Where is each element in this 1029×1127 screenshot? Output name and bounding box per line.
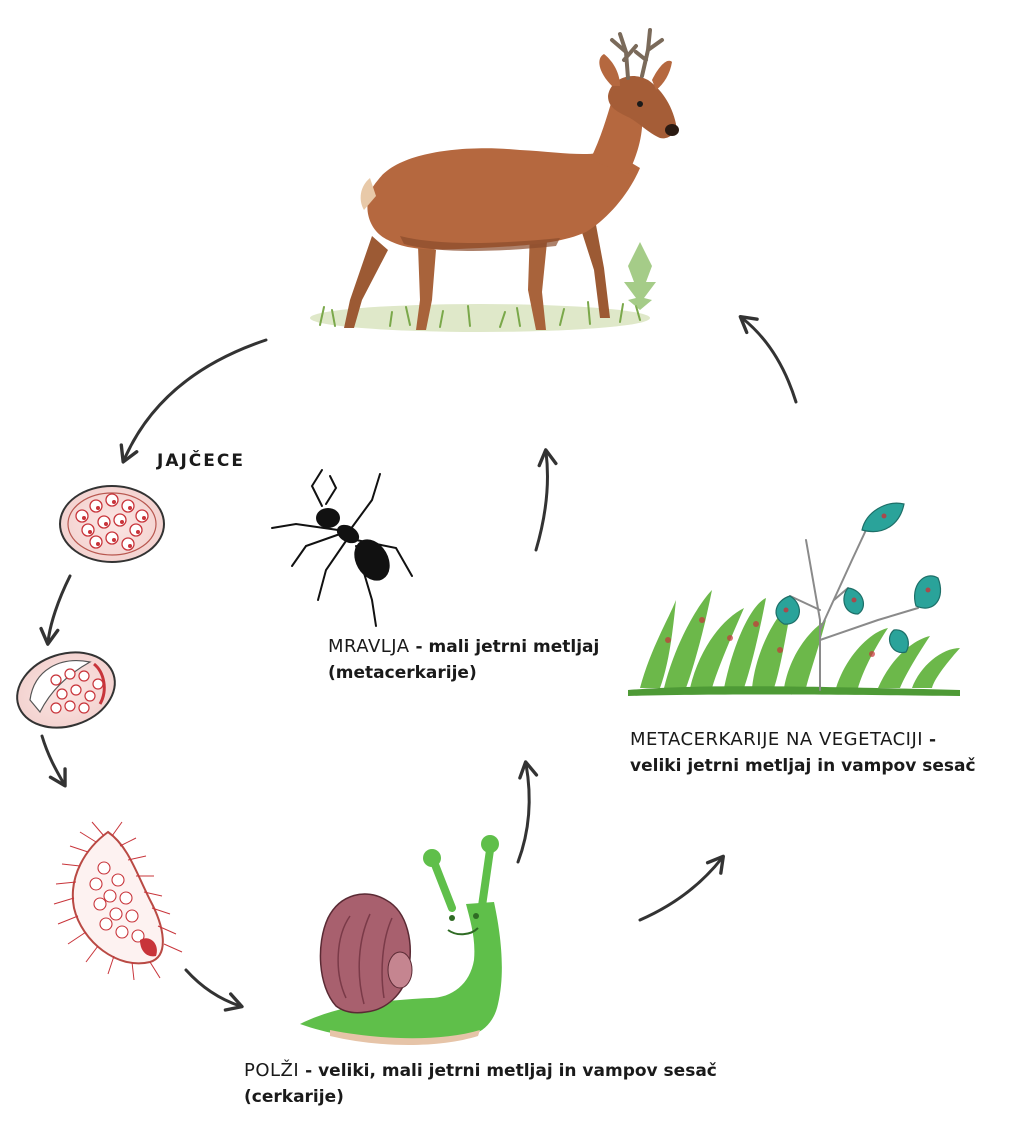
label-vegetation: METACERKARIJE NA VEGETACIJI - veliki jet… xyxy=(630,727,976,779)
arrow-egg-to-larva xyxy=(42,736,64,784)
label-vegetation-line1: METACERKARIJE NA VEGETACIJI - xyxy=(630,727,976,753)
ant-illustration xyxy=(272,470,412,626)
label-snails: POLŽI - veliki, mali jetrni metljaj in v… xyxy=(244,1058,717,1110)
label-ant-line2: (metacerkarije) xyxy=(328,660,599,686)
label-snails-line1: POLŽI - veliki, mali jetrni metljaj in v… xyxy=(244,1058,717,1084)
vegetation-illustration xyxy=(628,503,960,696)
label-vegetation-head: METACERKARIJE NA VEGETACIJI xyxy=(630,729,923,750)
label-snails-line2: (cerkarije) xyxy=(244,1084,717,1110)
snail-illustration xyxy=(300,835,502,1045)
arrow-ant-to-deer xyxy=(536,452,548,550)
arrow-deer-to-eggs xyxy=(124,340,266,460)
arrow-larva-to-snail xyxy=(186,970,240,1006)
egg-stage-1-illustration xyxy=(60,486,164,562)
label-ant-line1: MRAVLJA - mali jetrni metljaj xyxy=(328,634,599,660)
label-snails-head: POLŽI xyxy=(244,1060,299,1081)
label-ant-head: MRAVLJA xyxy=(328,636,410,657)
miracidium-larva-illustration xyxy=(54,822,182,980)
label-ant-rest: - mali jetrni metljaj xyxy=(410,637,600,657)
label-ant: MRAVLJA - mali jetrni metljaj (metacerka… xyxy=(328,634,599,686)
label-vegetation-rest: - xyxy=(923,730,936,750)
arrow-egg-to-egg xyxy=(48,576,70,642)
label-snails-rest: - veliki, mali jetrni metljaj in vampov … xyxy=(299,1061,717,1081)
arrow-snail-to-ant xyxy=(518,764,529,862)
arrow-vegetation-to-deer xyxy=(742,318,796,402)
label-vegetation-line2: veliki jetrni metljaj in vampov sesač xyxy=(630,753,976,779)
label-eggs: JAJČECE xyxy=(157,448,245,474)
egg-stage-2-illustration xyxy=(7,640,124,739)
roe-deer-illustration xyxy=(310,30,679,332)
arrow-snail-to-vegetation xyxy=(640,858,722,920)
